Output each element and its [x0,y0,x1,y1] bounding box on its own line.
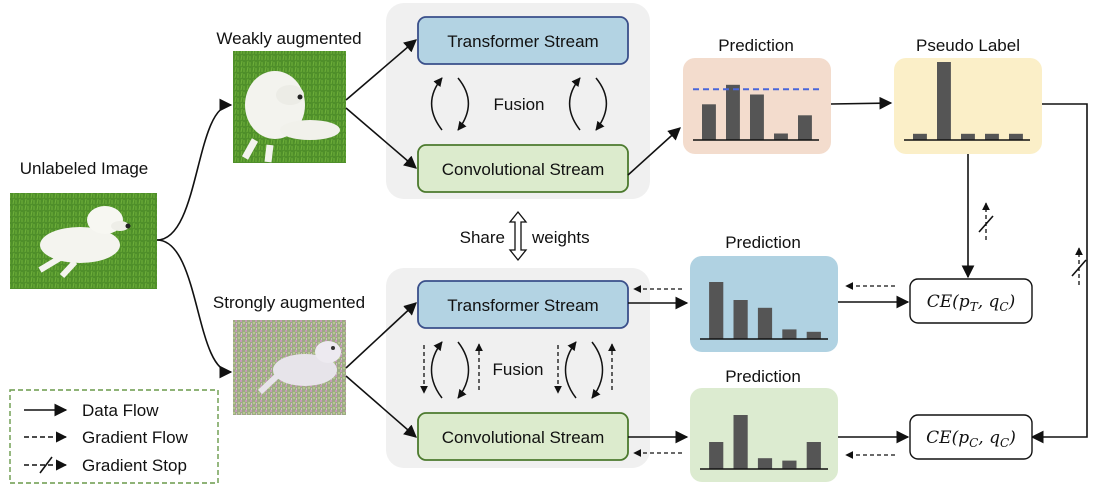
arrow-strong-to-bottom-conv [345,375,417,438]
prediction-bottom-bar [733,415,748,469]
pseudo-label-box [894,58,1042,154]
pseudo-label-bar [937,62,951,140]
weights-label: weights [531,228,590,247]
bottom-fusion-arrow-right-down [591,341,604,399]
prediction-bottom-bar [757,458,773,469]
bottom-transformer-stream-label: Transformer Stream [447,296,598,315]
prediction-top-bar [702,104,716,141]
arrow-conv-to-prediction-top [627,127,681,176]
pseudo-label-bar [961,133,975,140]
prediction-mid-label: Prediction [725,233,801,252]
bottom-fusion-arrow-left-up [430,341,443,399]
ce-pc-qc-label: CE(pC, qC) [926,428,1016,450]
top-fusion-arrow-right-down [595,77,608,131]
top-conv-stream-label: Convolutional Stream [442,160,605,179]
strongly-augmented-image [233,320,346,415]
prediction-top-bar [726,84,740,141]
prediction-mid-bar [709,282,724,339]
share-weights-double-arrow [508,210,528,262]
strongly-augmented-label: Strongly augmented [213,293,365,312]
arrow-to-strong [156,239,233,379]
unlabeled-image-label: Unlabeled Image [20,159,149,178]
arrow-weak-to-top-conv [345,107,417,169]
unlabeled-image [10,193,157,289]
arrow-to-weak [156,98,233,241]
prediction-mid-chart [700,282,828,340]
top-conv-stream-box [417,144,629,193]
prediction-bottom-bar [806,442,821,469]
prediction-bottom-bar [709,442,724,469]
ce-pt-qc-label: CE(pT, qC) [927,292,1015,314]
pseudo-label-bar [985,133,999,140]
ce-pt-qc-box [909,278,1033,324]
share-label: Share [460,228,505,247]
pseudo-label-chart [904,62,1030,141]
legend-gradient-stop-slash [39,456,53,474]
prediction-top-bar [750,94,764,140]
pseudo-label-label: Pseudo Label [916,36,1020,55]
pseudo-label-bar [913,133,927,140]
top-fusion-arrow-right-up [568,77,581,131]
legend-data-flow-label: Data Flow [82,401,159,420]
prediction-mid-bar [806,331,821,339]
top-transformer-stream-box [417,16,629,65]
weakly-augmented-image [233,51,346,163]
ce-pc-qc-box [909,414,1033,460]
prediction-top-bar [798,115,812,140]
prediction-bottom-chart [700,415,828,470]
prediction-mid-box [690,256,838,352]
arrow-pseudo-to-ce-c [1030,103,1088,444]
prediction-top-bar [774,133,788,140]
prediction-top-label: Prediction [718,36,794,55]
prediction-bottom-label: Prediction [725,367,801,386]
prediction-bottom-bar [782,460,797,469]
bottom-fusion-arrow-right-up [564,341,577,399]
pseudo-label-bar [1009,133,1023,140]
prediction-mid-bar [733,300,748,339]
bottom-fusion-arrow-left-down [457,341,470,399]
gradient-stop-slash-1 [978,215,994,233]
top-fusion-label: Fusion [493,95,544,114]
prediction-top-chart [693,84,821,141]
bottom-fusion-label: Fusion [492,360,543,379]
legend-gradient-stop-label: Gradient Stop [82,456,187,475]
top-transformer-stream-label: Transformer Stream [447,32,598,51]
bottom-conv-stream-label: Convolutional Stream [442,428,605,447]
legend-gradient-flow-label: Gradient Flow [82,428,189,447]
prediction-mid-bar [782,329,797,339]
gradient-stop-slash-2 [1071,259,1087,277]
bottom-transformer-stream-box [417,280,629,329]
arrow-strong-to-bottom-transformer [345,302,417,369]
prediction-bottom-box [690,388,838,482]
top-fusion-arrow-left-down [457,77,470,131]
arrow-prediction-to-pseudo [830,96,893,110]
prediction-mid-bar [757,307,773,339]
top-fusion-arrow-left-up [430,77,443,131]
weakly-augmented-label: Weakly augmented [216,29,361,48]
arrow-weak-to-top-transformer [345,39,417,101]
